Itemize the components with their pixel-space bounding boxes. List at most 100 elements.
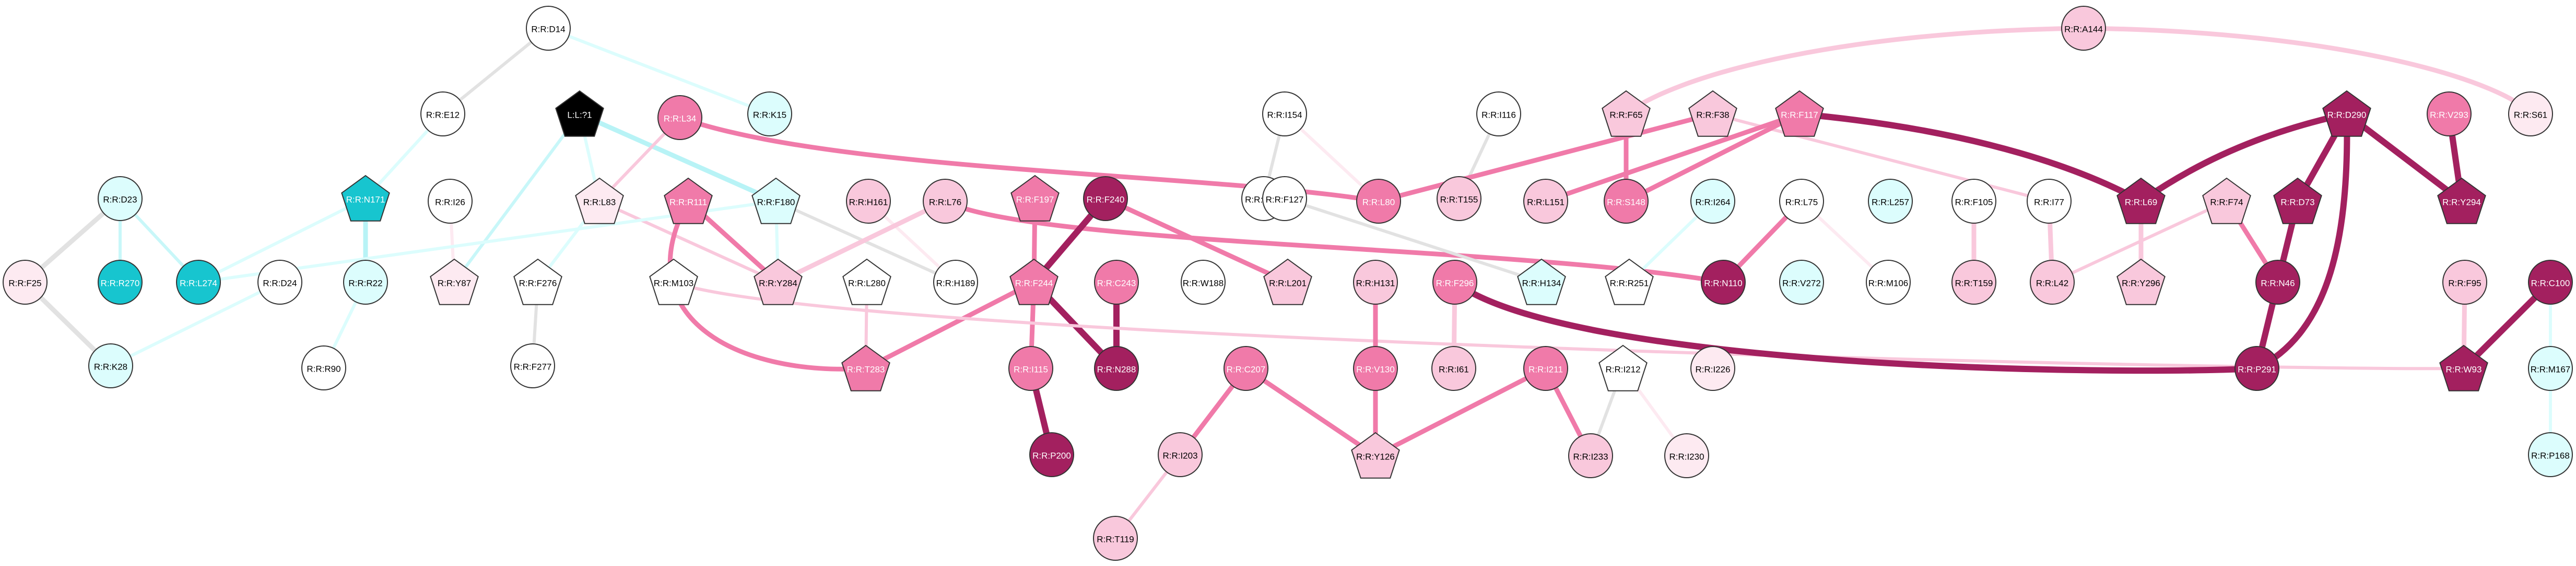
node-w188[interactable]: R:R:W188 (1181, 260, 1226, 305)
node-v293[interactable]: R:R:V293 (2427, 91, 2472, 136)
node-label-l201: R:R:L201 (1269, 279, 1307, 288)
node-t155[interactable]: R:R:T155 (1437, 176, 1481, 221)
node-l42[interactable]: R:R:L42 (2030, 260, 2075, 305)
node-p200[interactable]: R:R:P200 (1029, 432, 1074, 477)
node-c207[interactable]: R:R:C207 (1224, 346, 1268, 391)
node-h189[interactable]: R:R:H189 (933, 260, 978, 305)
node-d23[interactable]: R:R:D23 (98, 176, 143, 221)
node-label-p291: R:R:P291 (2238, 365, 2276, 375)
node-l69[interactable]: R:R:L69 (2116, 177, 2166, 224)
node-y284[interactable]: R:R:Y284 (754, 258, 803, 305)
node-f276[interactable]: R:R:F276 (513, 258, 562, 305)
node-d73[interactable]: R:R:D73 (2273, 177, 2322, 224)
edge-r111-t283 (667, 199, 868, 372)
node-l71[interactable]: L:L:?1 (555, 90, 604, 137)
node-i116[interactable]: R:R:I116 (1476, 91, 1521, 136)
node-y296[interactable]: R:R:Y296 (2116, 258, 2166, 305)
node-y87[interactable]: R:R:Y87 (430, 258, 479, 305)
node-c100[interactable]: R:R:C100 (2528, 260, 2573, 305)
node-t283[interactable]: R:R:T283 (841, 344, 890, 391)
node-c243[interactable]: R:R:C243 (1094, 260, 1139, 305)
node-i233[interactable]: R:R:I233 (1568, 433, 1613, 478)
node-l257[interactable]: R:R:L257 (1868, 179, 1913, 224)
node-f296[interactable]: R:R:F296 (1432, 260, 1477, 305)
node-d14[interactable]: R:R:D14 (526, 6, 571, 51)
node-i226[interactable]: R:R:I226 (1690, 346, 1735, 391)
node-n171[interactable]: R:R:N171 (341, 175, 390, 222)
node-d24[interactable]: R:R:D24 (257, 260, 302, 305)
node-l76[interactable]: R:R:L76 (923, 179, 968, 224)
node-h161[interactable]: R:R:H161 (846, 179, 891, 224)
node-r270[interactable]: R:R:R270 (98, 260, 143, 305)
node-i77[interactable]: R:R:I77 (2027, 179, 2072, 224)
node-r111[interactable]: R:R:R111 (664, 177, 713, 224)
node-p168[interactable]: R:R:P168 (2528, 432, 2573, 477)
node-shape-m167 (2528, 346, 2573, 391)
node-f244[interactable]: R:R:F244 (1009, 258, 1058, 305)
node-v272[interactable]: R:R:V272 (1779, 260, 1824, 305)
node-i26[interactable]: R:R:I26 (428, 179, 473, 224)
node-m103[interactable]: R:R:M103 (649, 258, 698, 305)
node-l34[interactable]: R:R:L34 (657, 95, 702, 140)
node-w93[interactable]: R:R:W93 (2439, 344, 2488, 391)
node-r90[interactable]: R:R:R90 (301, 345, 346, 390)
node-shape-l76 (923, 179, 968, 224)
node-t119[interactable]: R:R:T119 (1093, 516, 1138, 561)
node-l280[interactable]: R:R:L280 (842, 258, 891, 305)
node-f277[interactable]: R:R:F277 (510, 343, 555, 388)
node-s61[interactable]: R:R:S61 (2508, 91, 2553, 136)
node-n110[interactable]: R:R:N110 (1701, 260, 1746, 305)
node-f180[interactable]: R:R:F180 (751, 177, 801, 224)
node-e12[interactable]: R:R:E12 (420, 91, 465, 136)
node-f65[interactable]: R:R:F65 (1602, 90, 1651, 137)
node-s148[interactable]: R:R:S148 (1604, 179, 1649, 224)
node-m106[interactable]: R:R:M106 (1866, 260, 1911, 305)
node-t159[interactable]: R:R:T159 (1951, 260, 1996, 305)
node-l201[interactable]: R:R:L201 (1263, 258, 1312, 305)
node-n288[interactable]: R:R:N288 (1094, 346, 1139, 391)
node-y126[interactable]: R:R:Y126 (1351, 432, 1400, 479)
node-f105[interactable]: R:R:F105 (1951, 179, 1996, 224)
node-v130[interactable]: R:R:V130 (1353, 346, 1398, 391)
node-i203[interactable]: R:R:I203 (1158, 432, 1203, 477)
node-r251[interactable]: R:R:R251 (1605, 258, 1654, 305)
node-r22[interactable]: R:R:R22 (343, 260, 388, 305)
node-k28[interactable]: R:R:K28 (88, 343, 133, 388)
node-f74[interactable]: R:R:F74 (2202, 177, 2251, 224)
node-h131[interactable]: R:R:H131 (1353, 260, 1398, 305)
node-i212[interactable]: R:R:I212 (1598, 344, 1648, 391)
node-m167[interactable]: R:R:M167 (2528, 346, 2573, 391)
node-a144[interactable]: R:R:A144 (2061, 6, 2106, 51)
node-f38[interactable]: R:R:F38 (1688, 90, 1737, 137)
node-y294[interactable]: R:R:Y294 (2437, 177, 2486, 224)
node-shape-i154 (1262, 91, 1307, 136)
node-f25[interactable]: R:R:F25 (3, 260, 48, 305)
node-l274[interactable]: R:R:L274 (176, 260, 221, 305)
node-label-n110: R:R:N110 (1704, 279, 1742, 288)
node-f197[interactable]: R:R:F197 (1010, 175, 1060, 222)
node-f117[interactable]: R:R:F117 (1775, 90, 1824, 137)
node-n46[interactable]: R:R:N46 (2255, 260, 2300, 305)
node-i230[interactable]: R:R:I230 (1664, 433, 1709, 478)
node-l83[interactable]: R:R:L83 (575, 177, 624, 224)
edge-f38-l80 (1376, 111, 1715, 204)
node-i61[interactable]: R:R:I61 (1431, 346, 1476, 391)
node-d290[interactable]: R:R:D290 (2322, 90, 2371, 137)
node-l151[interactable]: R:R:L151 (1523, 179, 1568, 224)
node-i264[interactable]: R:R:I264 (1690, 179, 1735, 224)
node-i154[interactable]: R:R:I154 (1262, 91, 1307, 136)
node-f127[interactable]: R:R:F127 (1262, 176, 1307, 221)
node-k15[interactable]: R:R:K15 (747, 91, 792, 136)
node-i115[interactable]: R:R:I115 (1008, 346, 1053, 391)
node-h134[interactable]: R:R:H134 (1517, 258, 1566, 305)
node-label-i116: R:R:I116 (1481, 110, 1516, 120)
node-i211[interactable]: R:R:I211 (1523, 346, 1568, 391)
node-p291[interactable]: R:R:P291 (2234, 346, 2279, 391)
node-f240[interactable]: R:R:F240 (1083, 176, 1128, 221)
node-f95[interactable]: R:R:F95 (2442, 260, 2487, 305)
node-l80[interactable]: R:R:L80 (1356, 179, 1401, 224)
node-shape-i203 (1158, 432, 1203, 477)
node-shape-e12 (420, 91, 465, 136)
node-label-f296: R:R:F296 (1436, 279, 1474, 288)
node-l75[interactable]: R:R:L75 (1779, 179, 1824, 224)
